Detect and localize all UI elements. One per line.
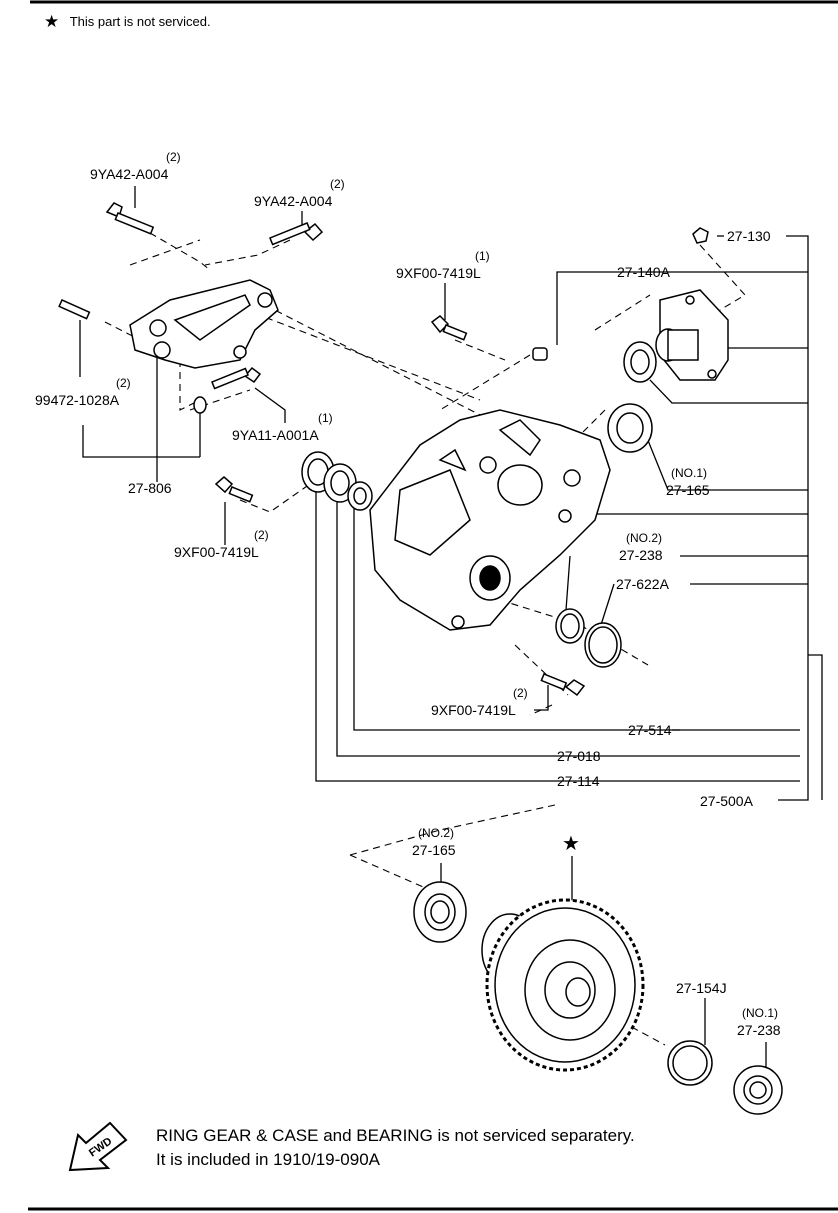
callout-27-114: 27-114 bbox=[557, 773, 600, 789]
callout-27-238-no2-qty: (NO.2) bbox=[626, 531, 662, 545]
callout-9xf00-b-part: 9XF00-7419L bbox=[174, 544, 259, 560]
callout-9ya42-second-part: 9YA42-A004 bbox=[254, 193, 333, 209]
bearing-27-165-no2 bbox=[413, 881, 467, 943]
callout-99472-qty: (2) bbox=[116, 376, 131, 390]
callout-9xf00-a-qty: (1) bbox=[475, 249, 490, 263]
callout-9xf00-c-qty: (2) bbox=[513, 686, 528, 700]
bearing-27-238-no1 bbox=[733, 1065, 783, 1115]
bolt-9xf00-7419l-bottom bbox=[540, 673, 586, 697]
callout-9ya42-top-qty: (2) bbox=[166, 150, 181, 164]
plug-27-130 bbox=[692, 227, 709, 244]
callout-27-130: 27-130 bbox=[727, 228, 771, 244]
bolt-9ya11-a001a bbox=[211, 366, 262, 390]
ring-gear-star-icon: ★ bbox=[562, 833, 580, 855]
seal-27-514 bbox=[347, 481, 373, 511]
callout-9ya11-qty: (1) bbox=[318, 411, 333, 425]
service-note: ★ This part is not serviced. bbox=[44, 12, 211, 32]
callout-27-238-no1-part: 27-238 bbox=[737, 1022, 781, 1038]
callout-27-238-no1-qty: (NO.1) bbox=[742, 1006, 778, 1020]
callout-9ya42-top-part: 9YA42-A004 bbox=[90, 166, 169, 182]
shim-27-238-no2 bbox=[555, 608, 585, 644]
callout-9ya42-second-qty: (2) bbox=[330, 177, 345, 191]
bearing-27-165-no1 bbox=[607, 403, 653, 453]
callout-27-514: 27-514 bbox=[628, 722, 672, 738]
callout-27-806: 27-806 bbox=[128, 480, 172, 496]
leader-lines bbox=[79, 186, 823, 1072]
footer-note: RING GEAR & CASE and BEARING is not serv… bbox=[156, 1124, 635, 1172]
callout-9xf00-b-qty: (2) bbox=[254, 528, 269, 542]
transfer-case-housing bbox=[369, 409, 611, 631]
stud-99472-1028a bbox=[58, 299, 91, 320]
callout-99472-part: 99472-1028A bbox=[35, 392, 120, 408]
bolt-9xf00-7419l-upper bbox=[430, 315, 468, 341]
callout-27-140a: 27-140A bbox=[617, 264, 670, 280]
callout-27-165-no2-qty: (NO.2) bbox=[418, 826, 454, 840]
callout-27-018: 27-018 bbox=[557, 748, 601, 764]
bolt-9ya42-a004-second bbox=[269, 222, 324, 246]
bolt-9ya42-a004-top bbox=[105, 202, 155, 235]
footer-line-1: RING GEAR & CASE and BEARING is not serv… bbox=[156, 1126, 635, 1145]
ring-gear-case bbox=[481, 898, 645, 1072]
callout-9xf00-a-part: 9XF00-7419L bbox=[396, 265, 481, 281]
plug-small bbox=[532, 347, 548, 361]
service-note-text: This part is not serviced. bbox=[69, 14, 211, 29]
callout-27-165-no2-part: 27-165 bbox=[412, 842, 456, 858]
star-icon: ★ bbox=[44, 12, 60, 31]
parts bbox=[58, 202, 783, 1115]
oring-27-622a bbox=[584, 622, 622, 668]
bolt-9xf00-7419l-lower-left bbox=[214, 476, 254, 503]
bracket-27-806 bbox=[129, 279, 279, 369]
footer-line-2: It is included in 1910/19-090A bbox=[156, 1150, 380, 1169]
shim-27-154j bbox=[667, 1040, 713, 1086]
callout-27-154j: 27-154J bbox=[676, 980, 727, 996]
callout-9xf00-c-part: 9XF00-7419L bbox=[431, 702, 516, 718]
washer-small bbox=[193, 396, 207, 414]
callout-27-238-no2-part: 27-238 bbox=[619, 547, 663, 563]
callout-27-622a: 27-622A bbox=[616, 576, 669, 592]
fwd-arrow-icon: FWD bbox=[68, 1121, 128, 1172]
callout-27-165-no1-qty: (NO.1) bbox=[671, 466, 707, 480]
housing-flange-27-140a bbox=[655, 289, 729, 381]
seal-flange bbox=[623, 341, 657, 383]
callout-27-500a: 27-500A bbox=[700, 793, 753, 809]
callout-27-165-no1-part: 27-165 bbox=[666, 482, 710, 498]
callout-9ya11-part: 9YA11-A001A bbox=[232, 427, 319, 443]
